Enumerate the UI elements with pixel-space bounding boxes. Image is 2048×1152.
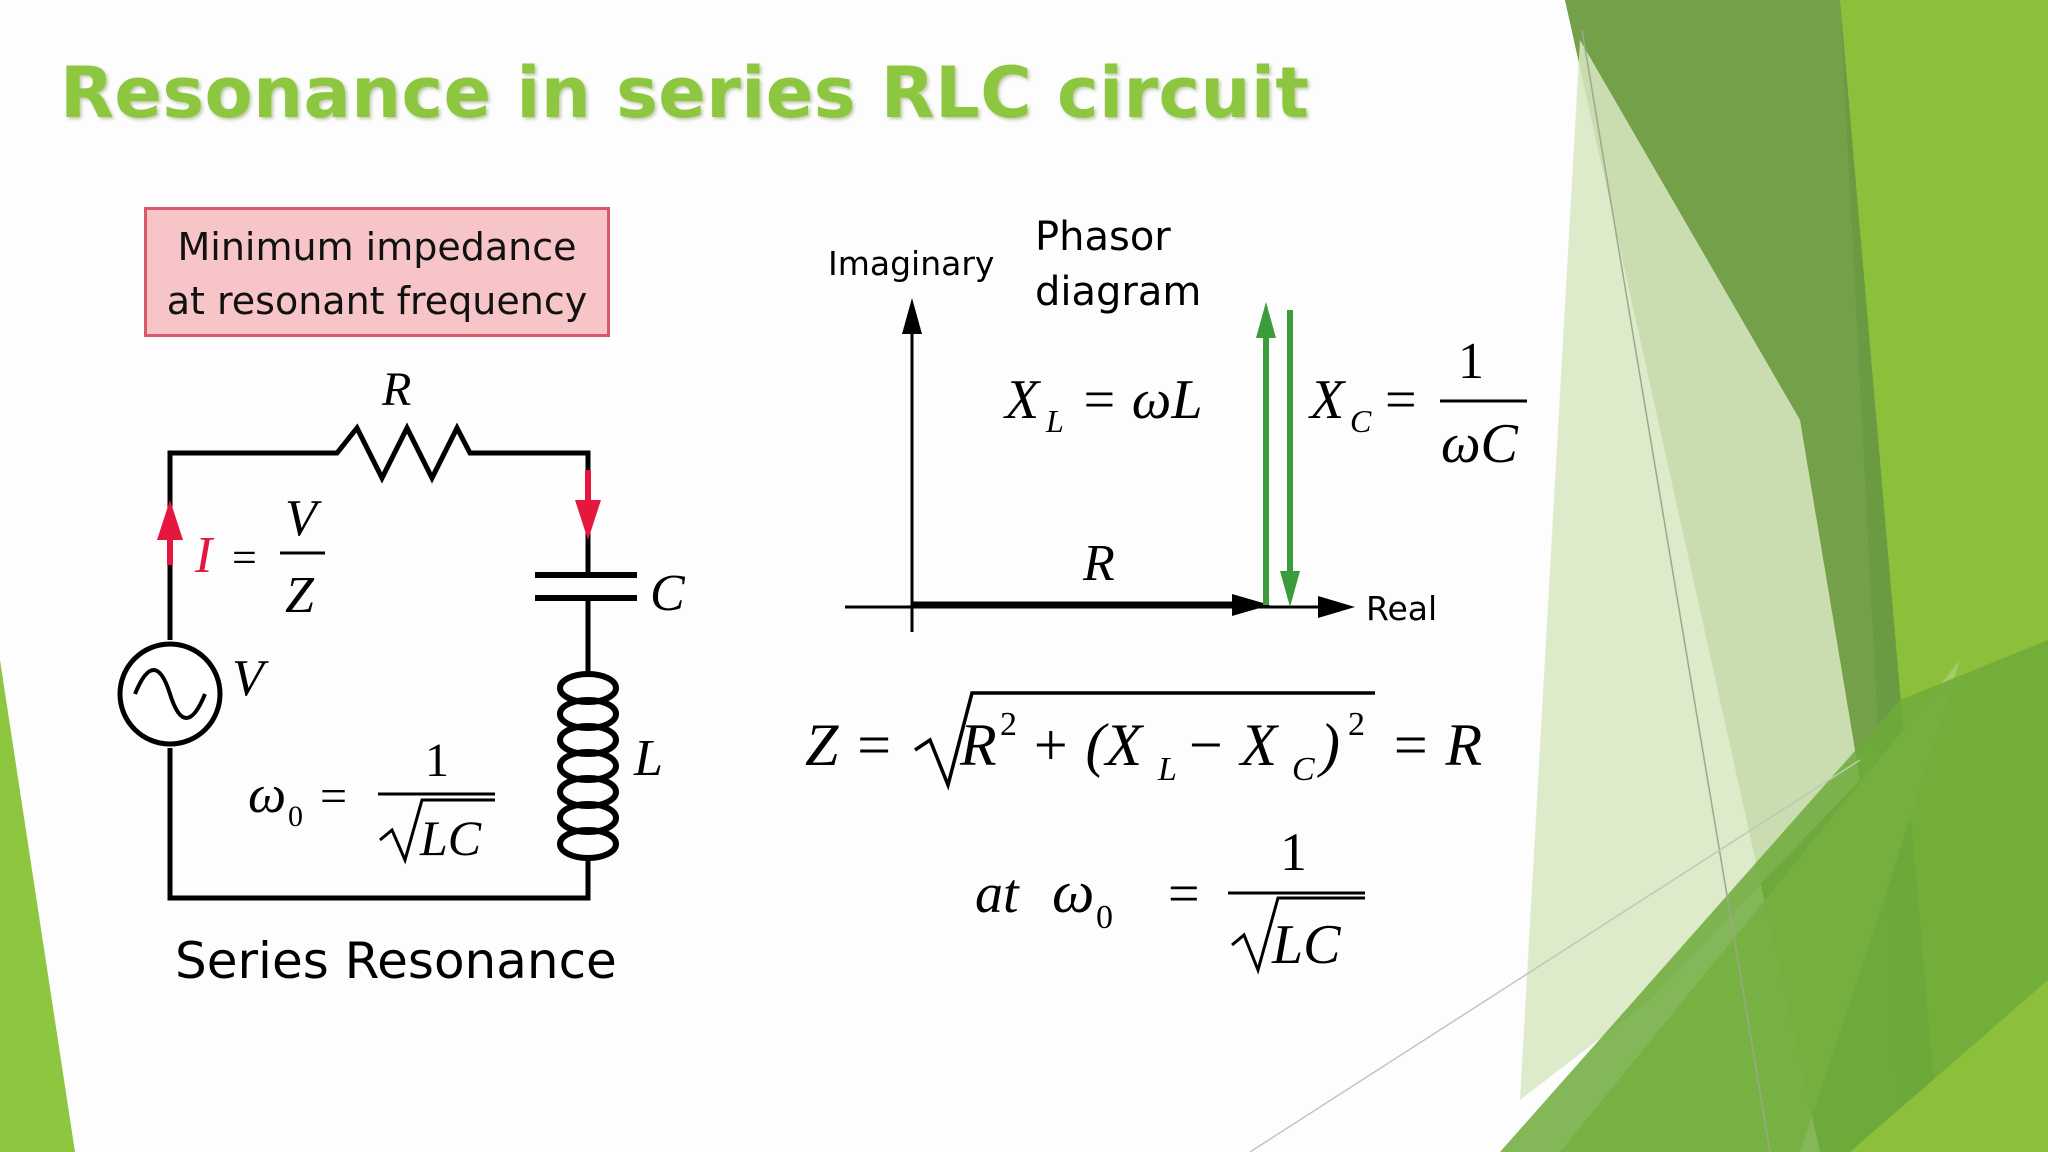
real-axis-label: Real: [1366, 589, 1437, 628]
z-rhs: = R: [1390, 712, 1482, 778]
deco-shape-green-low: [1500, 640, 2048, 1152]
slide-title: Resonance in series RLC circuit: [60, 52, 1310, 134]
circuit-caption: Series Resonance: [175, 932, 617, 990]
formula-denominator: LC: [419, 810, 482, 866]
omega-subscript: 0: [288, 800, 303, 833]
callout-line-1: Minimum impedance: [177, 225, 577, 269]
z-lhs: Z =: [805, 712, 894, 778]
at-numerator: 1: [1280, 822, 1307, 882]
at-denominator: LC: [1271, 914, 1341, 976]
z-minus-x: − X: [1185, 712, 1279, 778]
deco-line-1: [1581, 29, 1771, 1152]
imaginary-axis-arrow-icon: [902, 298, 922, 334]
capacitor-label: C: [650, 565, 686, 622]
sine-wave-icon: [133, 668, 207, 720]
at-equals: =: [1168, 863, 1200, 925]
current-equals: =: [232, 533, 257, 582]
xl-phasor-arrow-icon: [1256, 302, 1276, 338]
xc-phasor-arrow-icon: [1280, 571, 1300, 607]
resistor-label: R: [381, 363, 411, 416]
current-arrow-down-icon: [575, 500, 601, 540]
source-label: V: [232, 650, 269, 707]
formula-numerator: 1: [425, 734, 449, 787]
z-close-paren: ): [1317, 712, 1340, 778]
z-sqrt-sign: [914, 691, 1375, 791]
at-word: at: [975, 863, 1020, 925]
xc-symbol: X: [1308, 369, 1347, 431]
current-arrow-up-icon: [157, 500, 183, 540]
imaginary-axis-label: Imaginary: [828, 244, 994, 283]
z-xc-sub: C: [1292, 751, 1315, 788]
deco-shape-pale: [1520, 40, 1860, 1100]
callout-line-2: at resonant frequency: [166, 279, 588, 323]
z-r: R: [959, 712, 997, 778]
deco-shape-corner: [1850, 980, 2048, 1152]
return-wire: [167, 748, 591, 901]
z-plus-paren: + (X: [1030, 712, 1144, 778]
xl-symbol: X: [1003, 369, 1042, 431]
z-paren-square: 2: [1348, 706, 1365, 743]
xc-numerator: 1: [1458, 333, 1484, 390]
callout-box: Minimum impedance at resonant frequency: [144, 207, 610, 337]
xl-subscript: L: [1045, 403, 1064, 439]
r-phasor-label: R: [1082, 535, 1115, 592]
xc-subscript: C: [1350, 403, 1372, 439]
at-omega-sub: 0: [1096, 899, 1113, 936]
omega-equals: =: [320, 770, 347, 823]
xc-denominator: ωC: [1441, 413, 1519, 475]
phasor-title-line-2: diagram: [1035, 269, 1201, 315]
omega-symbol: ω: [248, 764, 286, 824]
formula-sqrt-sign: [379, 798, 495, 865]
current-denominator: Z: [285, 567, 315, 624]
at-omega: ω: [1052, 859, 1094, 925]
at-sqrt-sign: [1231, 896, 1365, 975]
z-xl-sub: L: [1157, 751, 1177, 788]
phasor-title-line-1: Phasor: [1035, 214, 1171, 260]
current-numerator: V: [285, 490, 322, 547]
r-phasor-arrow-icon: [1232, 594, 1270, 616]
deco-line-2: [1249, 759, 1861, 1152]
xc-equals: =: [1385, 369, 1417, 431]
current-symbol: I: [194, 527, 215, 584]
xl-formula: = ωL: [1080, 369, 1202, 431]
z-r-square: 2: [1000, 706, 1017, 743]
inductor-label: L: [633, 730, 663, 787]
deco-shape-left: [0, 660, 75, 1152]
real-axis-arrow-icon: [1318, 596, 1355, 618]
resistor-wire: [167, 422, 591, 640]
